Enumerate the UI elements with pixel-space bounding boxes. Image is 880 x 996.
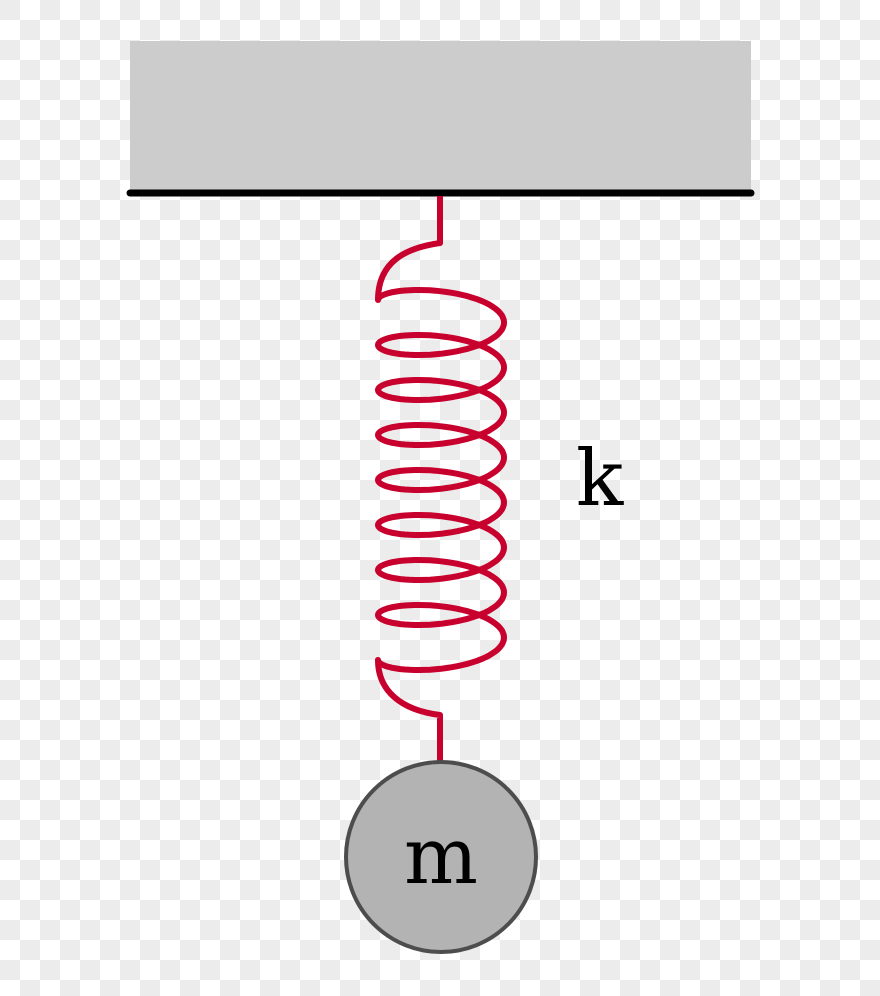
ceiling [130, 41, 751, 191]
spring-constant-label: k [576, 434, 624, 524]
mass-label: m [404, 812, 478, 902]
spring [375, 196, 507, 762]
mass [344, 760, 538, 954]
